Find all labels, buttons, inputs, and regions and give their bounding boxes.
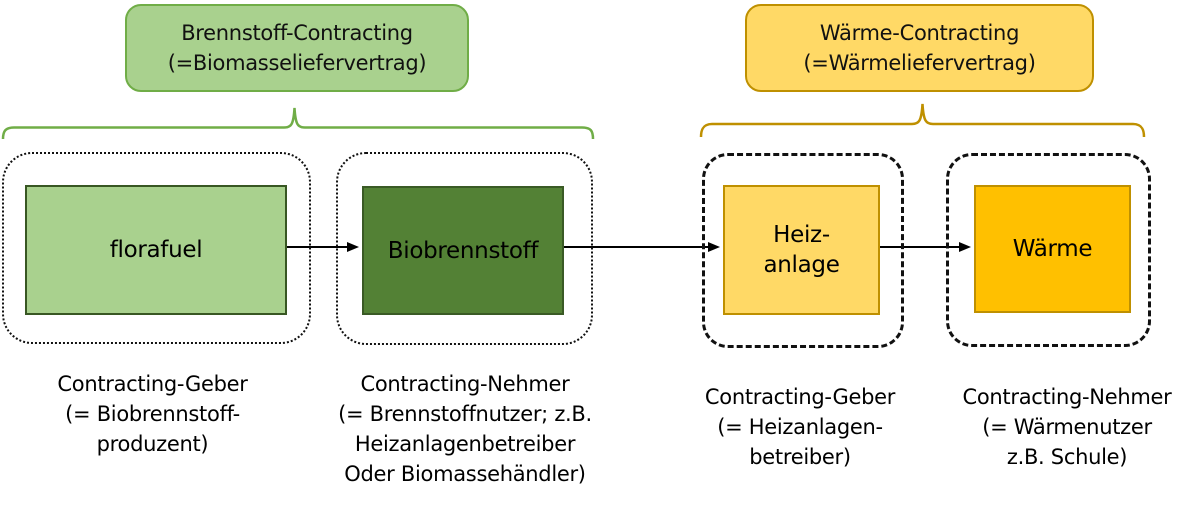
role-label-text: Contracting-Geber (= Heizanlagen- betrei… (704, 385, 896, 469)
role-label-text: Contracting-Nehmer (= Wärmenutzer z.B. S… (962, 385, 1172, 469)
group-outline-contracting-nehmer-waerme (946, 153, 1151, 347)
role-label-text: Contracting-Geber (= Biobrennstoff- prod… (57, 372, 248, 456)
node-heizanlage-label: Heiz- anlage (763, 222, 840, 278)
node-biobrennstoff-label: Biobrennstoff (387, 237, 539, 264)
node-florafuel: florafuel (25, 185, 287, 315)
waerme-brace (699, 103, 1146, 138)
role-label-contracting-nehmer-waerme: Contracting-Nehmer (= Wärmenutzer z.B. S… (938, 382, 1196, 472)
node-waerme: Wärme (974, 185, 1131, 313)
role-label-contracting-geber-waerme: Contracting-Geber (= Heizanlagen- betrei… (682, 382, 918, 472)
node-waerme-label: Wärme (1012, 236, 1093, 262)
role-label-contracting-geber-brennstoff: Contracting-Geber (= Biobrennstoff- prod… (5, 369, 300, 459)
role-label-contracting-nehmer-brennstoff: Contracting-Nehmer (= Brennstoffnutzer; … (297, 369, 633, 489)
brennstoff-contracting-title-box: Brennstoff-Contracting (=Biomasselieferv… (125, 4, 469, 92)
waerme-contracting-title-box: Wärme-Contracting (=Wärmeliefervertrag) (745, 4, 1094, 92)
node-florafuel-label: florafuel (109, 237, 203, 263)
brennstoff-brace (1, 107, 595, 140)
group-outline-contracting-geber-brennstoff (2, 152, 311, 344)
group-outline-contracting-nehmer-brennstoff (336, 152, 593, 345)
node-biobrennstoff: Biobrennstoff (362, 186, 564, 315)
brennstoff-contracting-title: Brennstoff-Contracting (=Biomasselieferv… (167, 21, 427, 75)
waerme-contracting-title: Wärme-Contracting (=Wärmeliefervertrag) (803, 21, 1036, 75)
node-heizanlage: Heiz- anlage (723, 185, 880, 315)
role-label-text: Contracting-Nehmer (= Brennstoffnutzer; … (338, 372, 592, 486)
group-outline-contracting-geber-waerme (702, 153, 904, 348)
